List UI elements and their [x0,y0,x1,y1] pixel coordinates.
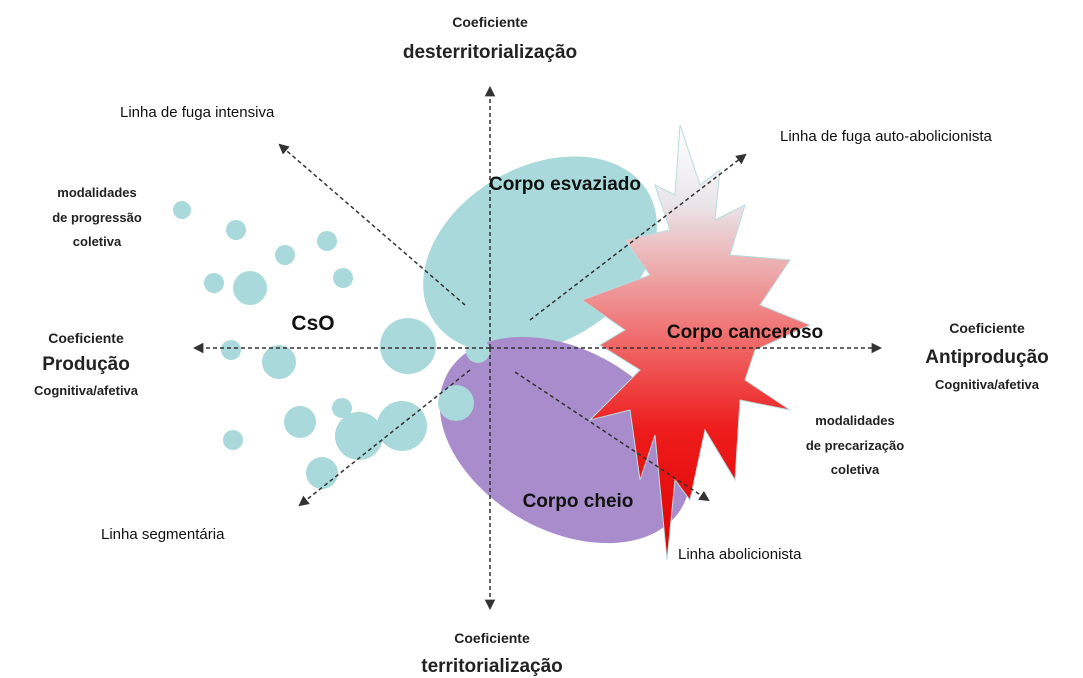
segmentary-line [298,369,471,507]
full-body-label: Corpo cheio [523,491,634,512]
right-axis-label-line2: Antiprodução [925,347,1049,368]
precarization-modalities-line3: coletiva [831,462,880,477]
bottom-axis-label-line1: Coeficiente [454,630,530,646]
cancerous-body-label: Corpo canceroso [667,322,823,343]
left-axis-label-line1: Coeficiente [48,330,124,346]
auto-abolitionist-flight-line [529,153,747,321]
progression-modalities-line3: coletiva [73,234,122,249]
right-axis-label-line3: Cognitiva/afetiva [935,377,1040,392]
emptied-body-label: Corpo esvaziado [489,174,641,195]
progression-modalities-line1: modalidades [57,185,136,200]
precarization-modalities-line2: de precarização [806,438,904,453]
cancerous-body-shape [580,124,812,561]
top-axis-label-line2: desterritorialização [403,42,577,63]
intensive-flight-line [278,143,466,306]
axes [192,85,883,611]
auto-abolitionist-flight-line-label: Linha de fuga auto-abolicionista [780,128,992,145]
cso-label: CsO [291,312,334,335]
cso-bubble-cluster [173,201,490,489]
right-axis-label-line1: Coeficiente [949,320,1025,336]
top-axis-label-line1: Coeficiente [452,14,528,30]
precarization-modalities-line1: modalidades [815,413,894,428]
abolitionist-line [514,371,710,502]
bottom-axis-label-line2: territorialização [421,656,563,677]
segmentary-line-label: Linha segmentária [101,526,225,543]
left-axis-label-line2: Produção [42,354,130,375]
abolitionist-line-label: Linha abolicionista [678,546,802,563]
intensive-flight-line-label: Linha de fuga intensiva [120,104,275,121]
left-axis-label-line3: Cognitiva/afetiva [34,383,139,398]
progression-modalities-line2: de progressão [52,210,142,225]
